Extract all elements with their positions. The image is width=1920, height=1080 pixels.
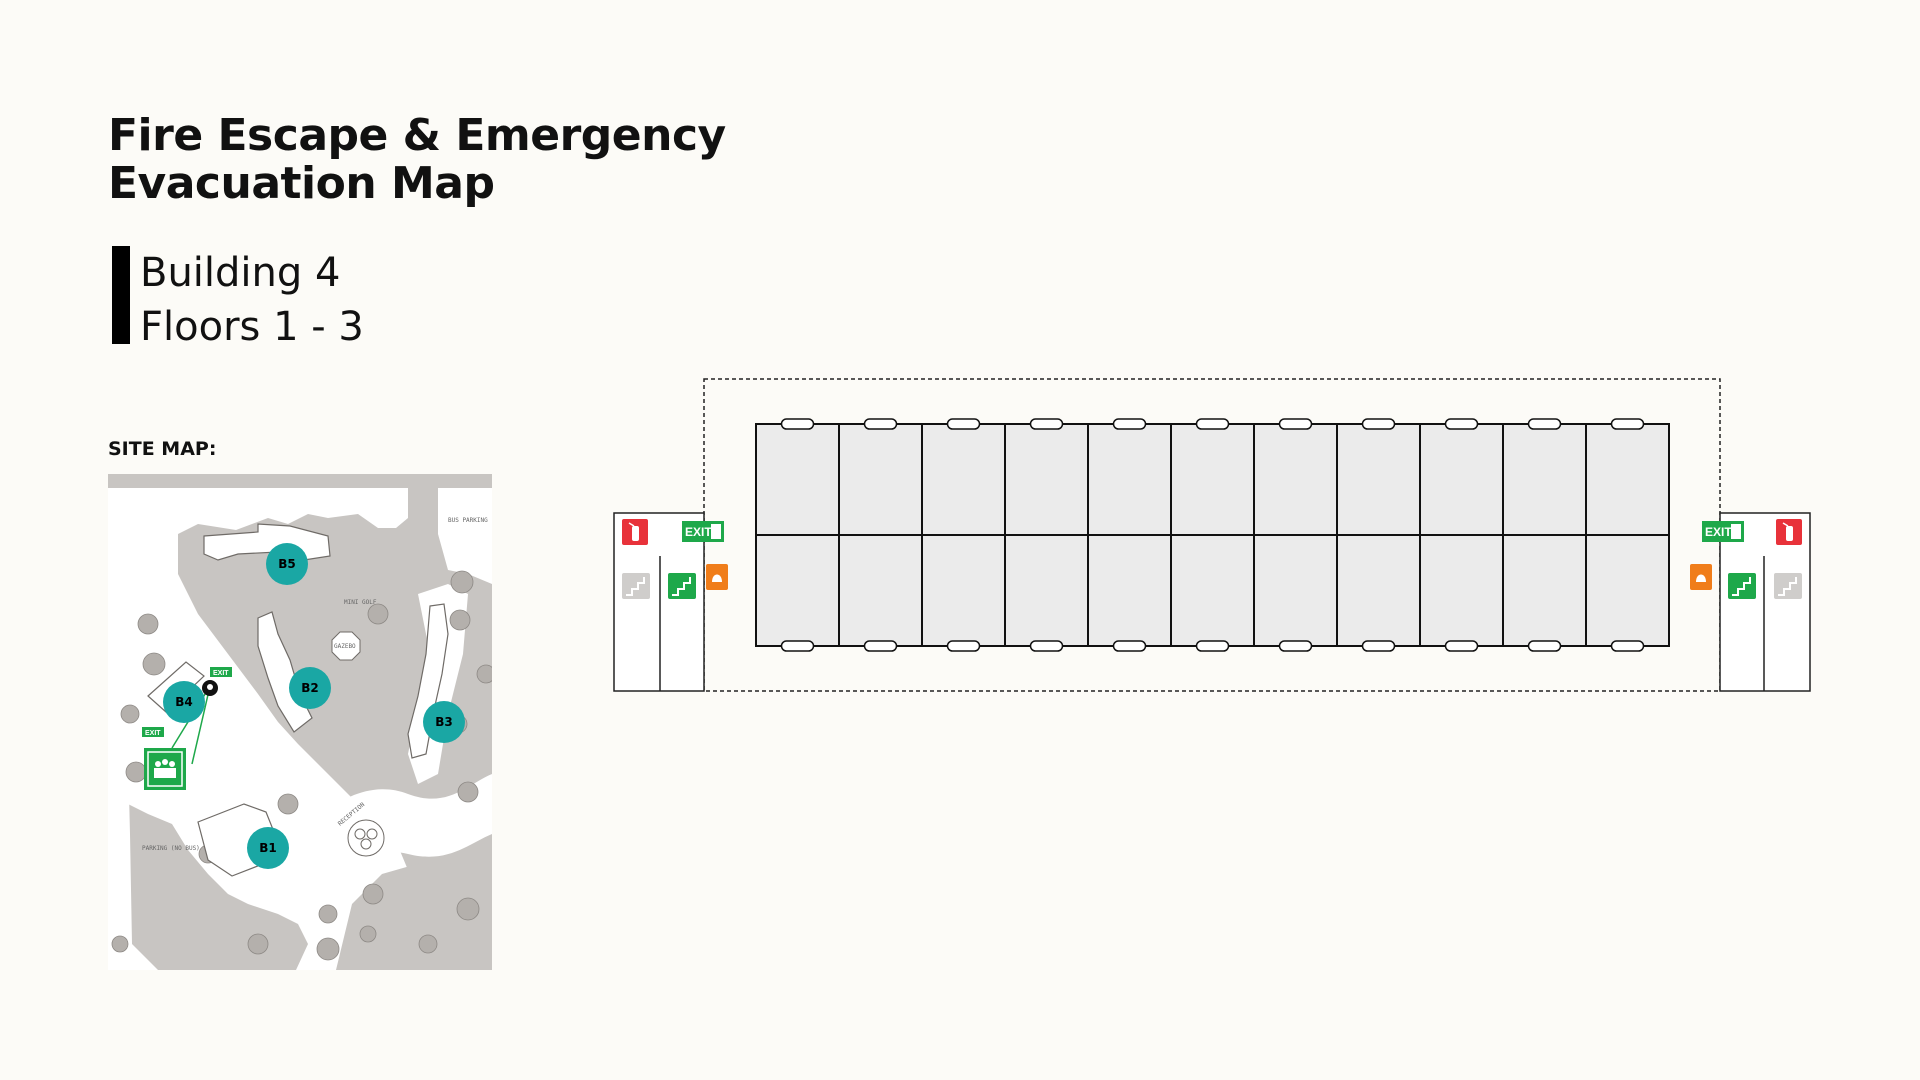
room (1170, 423, 1255, 536)
fire-extinguisher-icon-right (1776, 519, 1802, 545)
emergency-stairs-icon-right (1728, 573, 1756, 599)
stairs-icon-right (1774, 573, 1802, 599)
title-line-2: Evacuation Map (108, 158, 495, 209)
building-marker-b2: B2 (289, 667, 331, 709)
room (1502, 423, 1587, 536)
site-exit-sign-assembly: EXIT (142, 727, 164, 737)
emergency-stairs-icon (668, 573, 696, 599)
stairs-icon (622, 573, 650, 599)
door (1278, 418, 1313, 430)
door (946, 418, 981, 430)
svg-text:B1: B1 (259, 841, 277, 855)
fire-alarm-icon-right (1690, 564, 1712, 590)
page-title: Fire Escape & Emergency Evacuation Map (108, 112, 726, 208)
exit-sign-icon: EXIT (682, 521, 724, 542)
door (863, 418, 898, 430)
room (1004, 534, 1089, 647)
site-map: BUS PARKING MINI GOLF GAZEBO RECEPTION P… (108, 474, 492, 970)
door (863, 640, 898, 652)
gazebo-label: GAZEBO (334, 643, 356, 650)
room (921, 423, 1006, 536)
room (1419, 534, 1504, 647)
building-marker-b3: B3 (423, 701, 465, 743)
bus-parking-label: BUS PARKING (448, 517, 488, 524)
door (1361, 640, 1396, 652)
evacuation-route (191, 685, 211, 765)
b3-building (407, 603, 449, 759)
site-top-right (438, 488, 492, 584)
site-left-strip (108, 488, 158, 970)
location-pin-icon (202, 680, 218, 696)
svg-text:B2: B2 (301, 681, 319, 695)
room (1336, 534, 1421, 647)
room (1004, 423, 1089, 536)
fire-extinguisher-icon (622, 519, 648, 545)
door (1112, 418, 1147, 430)
room (1585, 423, 1670, 536)
room (1170, 534, 1255, 647)
svg-text:B5: B5 (278, 557, 296, 571)
room (1336, 423, 1421, 536)
building-name: Building 4 (140, 250, 341, 296)
door (1195, 418, 1230, 430)
svg-text:EXIT: EXIT (1705, 525, 1732, 539)
room (1502, 534, 1587, 647)
rooms-grid (755, 418, 1670, 652)
room (1419, 423, 1504, 536)
gazebo-icon (331, 631, 361, 661)
svg-text:EXIT: EXIT (213, 670, 229, 677)
door (1444, 418, 1479, 430)
svg-text:EXIT: EXIT (685, 525, 712, 539)
building-marker-b1: B1 (247, 827, 289, 869)
svg-text:B4: B4 (175, 695, 193, 709)
door (1610, 640, 1645, 652)
door (1195, 640, 1230, 652)
site-exit-sign-b4: EXIT (210, 667, 232, 677)
building-marker-b5: B5 (266, 543, 308, 585)
mini-golf-label: MINI GOLF (344, 599, 377, 606)
room (755, 423, 840, 536)
door (1278, 640, 1313, 652)
door (1527, 418, 1562, 430)
door (1610, 418, 1645, 430)
svg-text:B3: B3 (435, 715, 453, 729)
parking-label: PARKING (NO BUS) (142, 845, 200, 852)
door (780, 640, 815, 652)
door (1527, 640, 1562, 652)
exit-sign-icon-right: EXIT (1702, 521, 1744, 542)
room (1087, 423, 1172, 536)
room (1253, 423, 1338, 536)
svg-text:EXIT: EXIT (145, 730, 161, 737)
room (838, 534, 923, 647)
room (1585, 534, 1670, 647)
door (1112, 640, 1147, 652)
floor-range: Floors 1 - 3 (140, 304, 364, 350)
door (1444, 640, 1479, 652)
door (1029, 418, 1064, 430)
door (946, 640, 981, 652)
floor-plan: EXIT EXIT (613, 378, 1811, 692)
door (780, 418, 815, 430)
site-road-curve (283, 774, 492, 914)
title-line-1: Fire Escape & Emergency (108, 110, 726, 161)
door (1029, 640, 1064, 652)
room (1087, 534, 1172, 647)
room (921, 534, 1006, 647)
building-marker-b4: B4 (163, 681, 205, 723)
room (755, 534, 840, 647)
fire-alarm-icon (706, 564, 728, 590)
building-floor-subtitle: Building 4 Floors 1 - 3 (112, 246, 364, 350)
fountain-icon (347, 819, 385, 857)
door (1361, 418, 1396, 430)
assembly-point-icon (144, 748, 186, 790)
room (838, 423, 923, 536)
site-map-label: SITE MAP: (108, 438, 217, 460)
room (1253, 534, 1338, 647)
